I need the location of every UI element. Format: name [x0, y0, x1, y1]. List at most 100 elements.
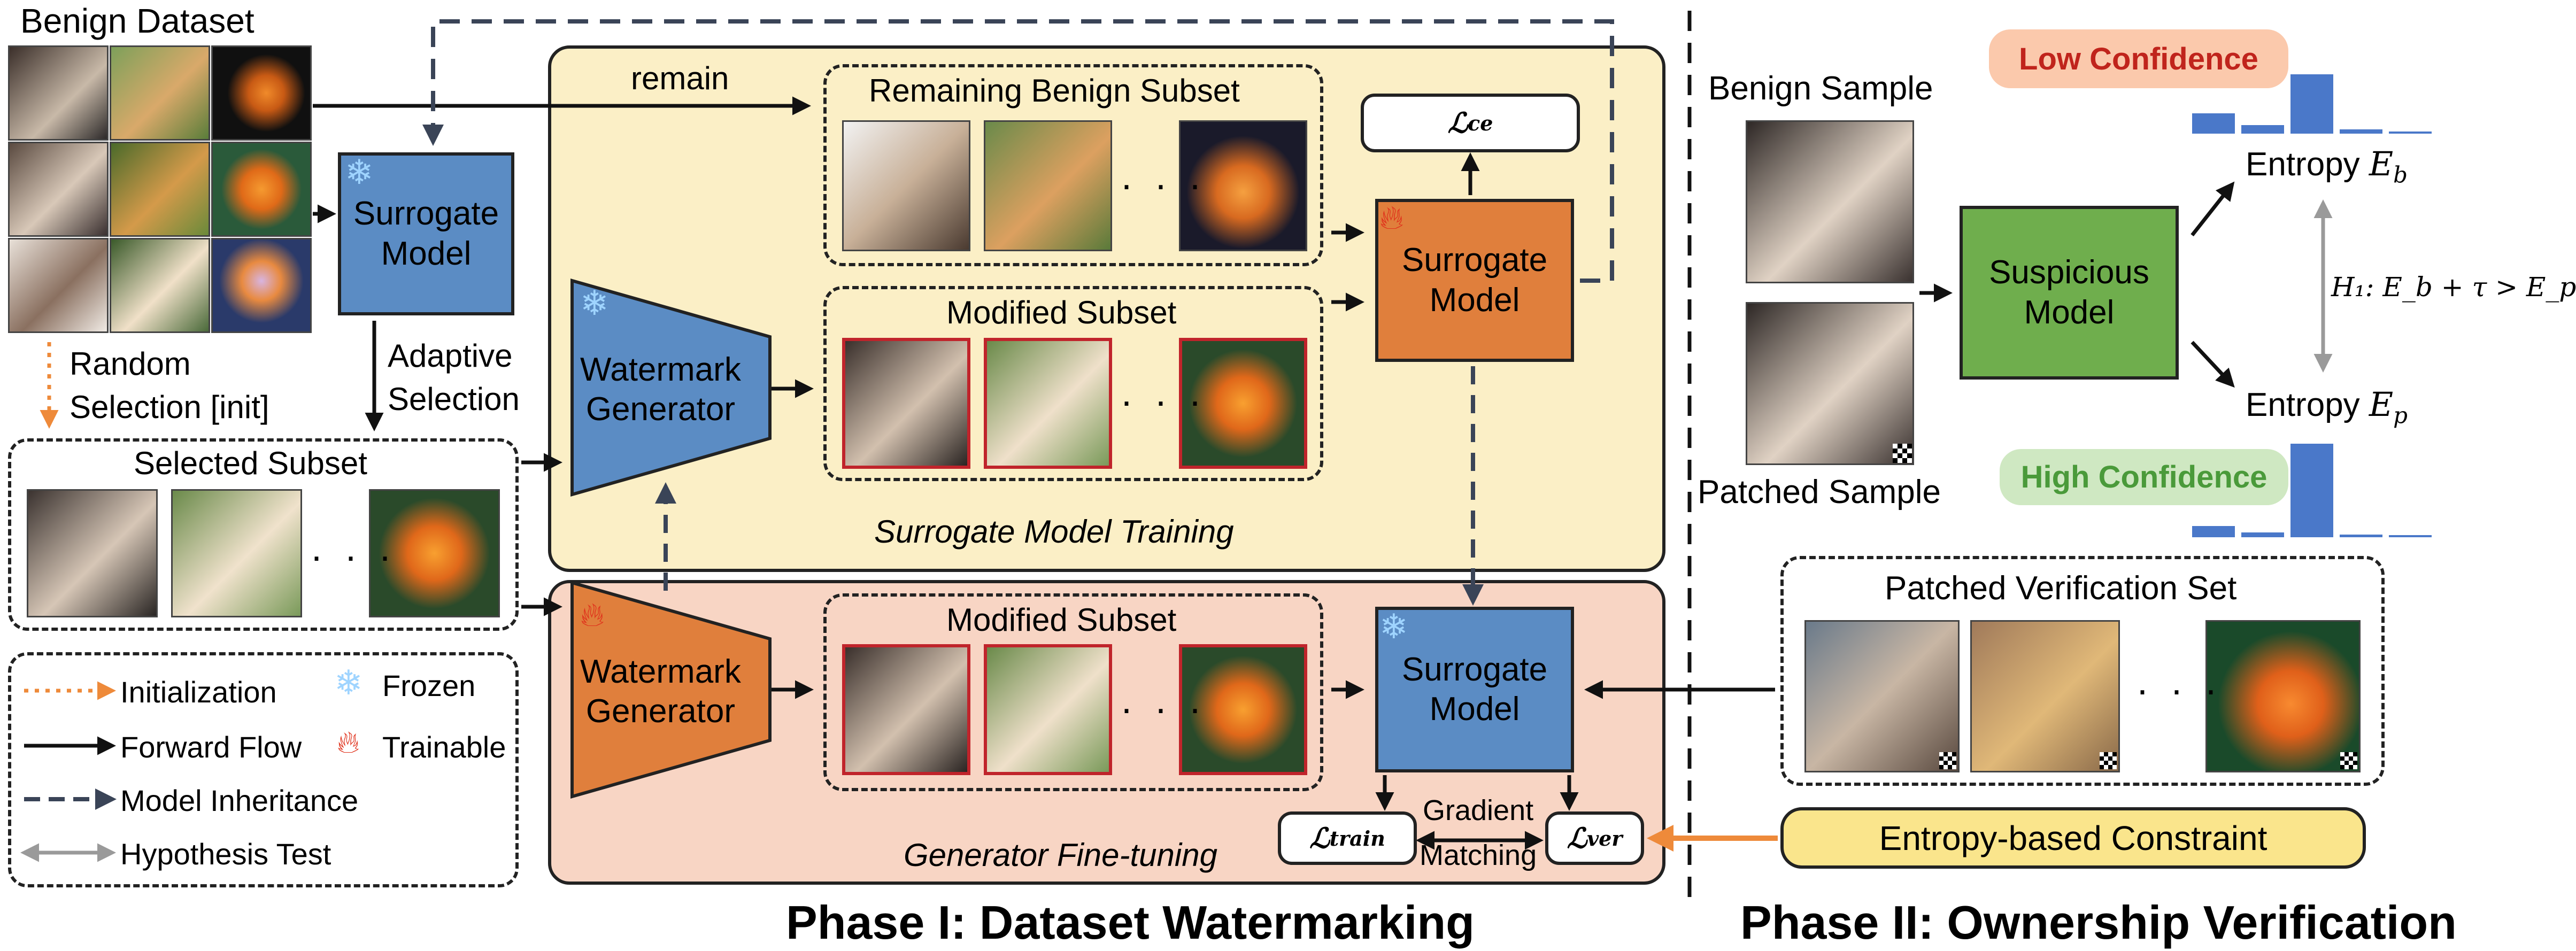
- hypothesis-label: H₁: E_b + τ > E_p: [2331, 272, 2576, 303]
- trigger-patch-icon: [1893, 444, 1912, 463]
- legend-model-inheritance: Model Inheritance: [120, 784, 359, 817]
- histogram-bar: [2340, 129, 2382, 134]
- histogram-bar: [2241, 125, 2284, 134]
- snowflake-icon: ❄: [580, 284, 609, 322]
- patched-verification-set-label: Patched Verification Set: [1885, 570, 2237, 607]
- image-goldfish-watermarked: [1179, 644, 1307, 775]
- loss-ver-subscript: ver: [1587, 826, 1623, 851]
- image-goldfish-watermarked: [1179, 338, 1307, 469]
- image-goldfish: [369, 489, 500, 617]
- loss-ver-symbol: ℒ: [1567, 822, 1587, 855]
- surrogate-model-frozen-bottom: Surrogate Model: [1375, 607, 1574, 772]
- legend-initialization: Initialization: [120, 675, 277, 709]
- histogram-bar: [2389, 535, 2432, 537]
- modified-subset-label: Modified Subset: [946, 602, 1177, 638]
- surrogate-training-caption: Surrogate Model Training: [874, 514, 1234, 550]
- histogram-bar: [2192, 526, 2235, 537]
- histogram-bar: [2192, 113, 2235, 134]
- ellipsis: · · ·: [1120, 687, 1207, 730]
- image-goldfish: [1179, 120, 1307, 251]
- modified-subset-box-top: [823, 286, 1323, 481]
- image-cat: [27, 489, 158, 617]
- histogram-bar: [2389, 132, 2432, 134]
- image-cat: [8, 238, 109, 333]
- snowflake-icon: ❄: [345, 153, 374, 191]
- loss-train-symbol: ℒ: [1309, 822, 1330, 855]
- histogram-bar: [2290, 74, 2333, 134]
- high-confidence-badge: High Confidence: [2000, 449, 2288, 505]
- image-dog-watermarked: [984, 644, 1112, 775]
- watermark-generator-frozen: [570, 279, 772, 497]
- entropy-p-label: Entropy Ep: [2246, 385, 2408, 428]
- legend-frozen: Frozen: [382, 669, 476, 702]
- surrogate-model-frozen-left: Surrogate Model: [338, 152, 514, 315]
- entropy-b-subscript: b: [2393, 161, 2408, 188]
- fire-icon: 🔥︎: [337, 725, 360, 760]
- image-cat-patched: [1804, 620, 1960, 772]
- trigger-patch-icon: [2340, 752, 2357, 769]
- patched-sample-label: Patched Sample: [1698, 474, 1941, 511]
- image-dog: [110, 142, 210, 237]
- image-dog: [110, 45, 210, 141]
- adaptive-selection-label: Adaptive Selection: [388, 338, 520, 417]
- trigger-patch-icon: [2100, 752, 2117, 769]
- watermark-generator-trainable-label: Watermark Generator: [580, 653, 741, 730]
- image-goldfish: [211, 142, 312, 237]
- watermark-generator-frozen-label: Watermark Generator: [580, 351, 741, 428]
- random-selection-label: Random Selection [init]: [70, 346, 269, 425]
- ellipsis: · · ·: [1120, 380, 1207, 423]
- phase2-title: Phase II: Ownership Verification: [1740, 896, 2457, 949]
- fire-icon: 🔥︎: [580, 597, 605, 633]
- patched-verification-set-box: [1780, 556, 2385, 786]
- gradient-matching-label: Gradient Matching: [1420, 794, 1537, 871]
- image-dog: [110, 238, 210, 333]
- entropy-b-word: Entropy: [2246, 146, 2360, 183]
- ellipsis: · · ·: [310, 535, 397, 578]
- generator-finetuning-caption: Generator Fine-tuning: [904, 837, 1217, 873]
- image-cat-watermarked: [842, 338, 970, 469]
- image-goldfish-patched: [2205, 620, 2361, 772]
- low-confidence-badge: Low Confidence: [1989, 29, 2288, 88]
- legend-forward-flow: Forward Flow: [120, 730, 302, 764]
- image-dog-watermarked: [984, 338, 1112, 469]
- remaining-benign-subset-box: [823, 64, 1323, 266]
- low-confidence-histogram: [2192, 61, 2433, 134]
- surrogate-model-trainable: Surrogate Model: [1375, 199, 1574, 362]
- phase1-title: Phase I: Dataset Watermarking: [786, 896, 1475, 949]
- image-dog: [984, 120, 1112, 251]
- ellipsis: · · ·: [2136, 669, 2223, 712]
- entropy-constraint-box: Entropy-based Constraint: [1780, 807, 2366, 869]
- image-cat: [8, 142, 109, 237]
- entropy-b-label: Entropy Eb: [2246, 144, 2408, 188]
- loss-ce-symbol: ℒ: [1447, 106, 1468, 140]
- suspicious-model: Suspicious Model: [1960, 206, 2179, 380]
- loss-train-subscript: train: [1329, 826, 1385, 851]
- modified-subset-label: Modified Subset: [946, 295, 1177, 330]
- legend-trainable: Trainable: [382, 730, 506, 764]
- remaining-benign-subset-label: Remaining Benign Subset: [869, 73, 1240, 109]
- entropy-b-symbol: E: [2369, 144, 2394, 183]
- modified-subset-box-bottom: [823, 593, 1323, 791]
- image-cat-watermarked: [842, 644, 970, 775]
- selected-subset-box: [8, 438, 519, 631]
- image-dog: [171, 489, 302, 617]
- fire-icon: 🔥︎: [1379, 199, 1404, 236]
- histogram-bar: [2241, 532, 2284, 537]
- benign-sample-label: Benign Sample: [1708, 70, 1933, 107]
- entropy-p-subscript: p: [2393, 402, 2408, 429]
- image-cat: [8, 45, 109, 141]
- selected-subset-label: Selected Subset: [134, 445, 367, 481]
- high-confidence-histogram: [2192, 444, 2433, 537]
- snowflake-icon: ❄: [334, 663, 363, 702]
- trigger-patch-icon: [1939, 752, 1956, 769]
- benign-dataset-label: Benign Dataset: [20, 2, 254, 40]
- image-benign-sample: [1746, 120, 1914, 283]
- legend-hypothesis-test: Hypothesis Test: [120, 837, 331, 871]
- loss-ce-subscript: ce: [1468, 111, 1493, 135]
- snowflake-icon: ❄: [1379, 607, 1408, 646]
- image-goldfish: [211, 238, 312, 333]
